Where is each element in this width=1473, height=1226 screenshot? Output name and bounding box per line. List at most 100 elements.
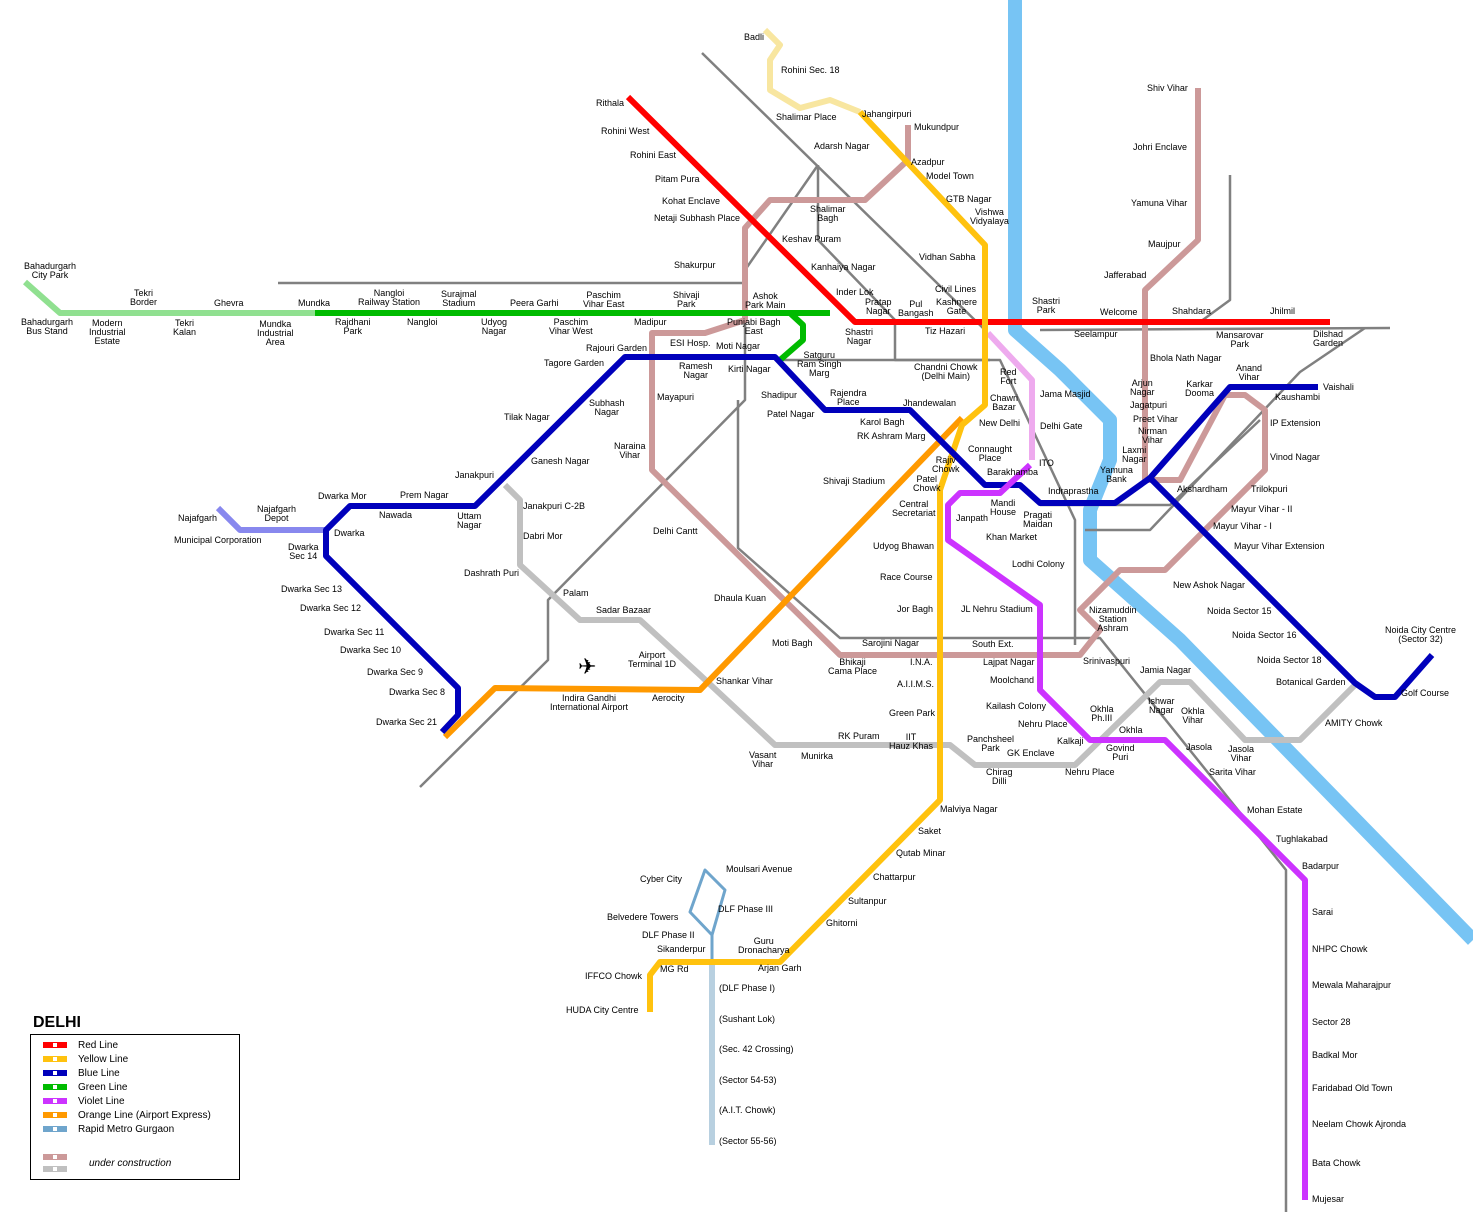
station-label: Tagore Garden — [544, 358, 605, 368]
station-label: New Delhi — [979, 418, 1021, 428]
station-label: Nangloi Railway Station — [358, 288, 421, 307]
station-label: Kanhaiya Nagar — [811, 262, 876, 272]
station-label: Jasola — [1186, 742, 1213, 752]
legend-item: Rapid Metro Gurgaon — [43, 1123, 174, 1135]
station-label: Ghevra — [214, 298, 244, 308]
station-label: Moulsari Avenue — [726, 864, 793, 874]
station-label: Dabri Mor — [523, 531, 563, 541]
station-label: Srinivaspuri — [1083, 656, 1131, 666]
station-label: Shahdara — [1172, 306, 1212, 316]
station-label: Patel Chowk — [913, 474, 941, 493]
station-label: (Sector 54-53) — [719, 1075, 777, 1085]
station-label: Surajmal Stadium — [441, 289, 477, 308]
station-label: Janakpuri C-2B — [523, 501, 586, 511]
station-label: Shivaji Stadium — [823, 476, 886, 486]
station-label: Jagatpuri — [1130, 400, 1168, 410]
station-label: Modern Industrial Estate — [89, 318, 126, 346]
station-label: Inder Lok — [836, 287, 874, 297]
station-label: Maujpur — [1148, 239, 1181, 249]
station-label: RK Puram — [838, 731, 880, 741]
station-label: Chirag Dilli — [986, 767, 1013, 786]
station-label: Kohat Enclave — [662, 196, 721, 206]
station-label: Red Fort — [1000, 367, 1017, 386]
station-label: Rohini East — [630, 150, 677, 160]
station-label: Mayur Vihar - II — [1231, 504, 1293, 514]
green-line-branch — [778, 310, 806, 363]
station-label: Panchsheel Park — [967, 734, 1015, 753]
station-label: Airport Terminal 1D — [628, 650, 677, 669]
station-label: JL Nehru Stadium — [961, 604, 1033, 614]
station-label: I.N.A. — [910, 657, 933, 667]
station-label: Chawri Bazar — [990, 393, 1019, 412]
station-label: Tekri Border — [130, 288, 158, 307]
station-label: Vishwa Vidyalaya — [970, 207, 1009, 226]
station-label: Moolchand — [990, 675, 1035, 685]
legend-label: Rapid Metro Gurgaon — [78, 1123, 175, 1135]
station-label: Sarita Vihar — [1209, 767, 1256, 777]
station-label: Madipur — [634, 317, 667, 327]
station-label: Dwarka Sec 11 — [324, 627, 385, 637]
station-label: Udyog Nagar — [481, 317, 508, 336]
station-label: Dilshad Garden — [1313, 329, 1344, 348]
station-label: Ganesh Nagar — [531, 456, 590, 466]
legend-swatch — [43, 1126, 67, 1132]
legend-swatch — [43, 1070, 67, 1076]
station-label: Jor Bagh — [897, 604, 934, 614]
station-label: Pragati Maidan — [1023, 510, 1053, 529]
station-label: Palam — [563, 588, 589, 598]
station-label: Green Park — [889, 708, 936, 718]
legend-item: Violet Line — [43, 1095, 125, 1107]
station-label: Aerocity — [652, 693, 685, 703]
station-label: Mohan Estate — [1247, 805, 1303, 815]
station-label: Kailash Colony — [986, 701, 1047, 711]
station-label: Paschim Vihar East — [583, 290, 625, 309]
station-label: Indira Gandhi International Airport — [550, 693, 629, 712]
station-label: Ashok Park Main — [745, 291, 786, 310]
station-label: Naraina Vihar — [614, 441, 646, 460]
station-label: Bhola Nath Nagar — [1150, 353, 1222, 363]
station-label: Sarojini Nagar — [862, 638, 920, 648]
station-label: Shalimar Place — [776, 112, 837, 122]
station-label: Noida Sector 16 — [1232, 630, 1297, 640]
station-label: Jafferabad — [1104, 270, 1147, 280]
station-label: Sarai — [1312, 907, 1334, 917]
station-label: Jhilmil — [1270, 306, 1296, 316]
station-label: Punjabi Bagh East — [727, 317, 781, 336]
station-label: Dhaula Kuan — [714, 593, 767, 603]
station-label: Vinod Nagar — [1270, 452, 1320, 462]
station-label: Netaji Subhash Place — [654, 213, 741, 223]
station-label: Seelampur — [1074, 329, 1118, 339]
station-label: Kashmere Gate — [936, 297, 978, 316]
station-label: Bhikaji Cama Place — [828, 657, 878, 676]
station-label: Vasant Vihar — [749, 750, 777, 769]
yellow-line — [647, 109, 988, 1012]
station-label: Vidhan Sabha — [919, 252, 976, 262]
station-label: Kaushambi — [1275, 392, 1321, 402]
station-label: Shastri Park — [1032, 296, 1061, 315]
station-label: Yamuna Vihar — [1131, 198, 1188, 208]
station-label: Nirman Vihar — [1138, 426, 1168, 445]
station-label: Jamia Nagar — [1140, 665, 1192, 675]
station-label: Rohini Sec. 18 — [781, 65, 840, 75]
station-label: Sikanderpur — [657, 944, 706, 954]
station-label: Azadpur — [911, 157, 945, 167]
station-label: Municipal Corporation — [174, 535, 262, 545]
station-label: (A.I.T. Chowk) — [719, 1105, 776, 1115]
violet-line — [945, 462, 1308, 1200]
station-label: Nehru Place — [1018, 719, 1068, 729]
legend-label: Blue Line — [78, 1067, 120, 1079]
station-label: Lodhi Colony — [1012, 559, 1065, 569]
station-label: Faridabad Old Town — [1312, 1083, 1393, 1093]
station-label: Rithala — [596, 98, 625, 108]
station-label: (DLF Phase I) — [719, 983, 776, 993]
station-label: Shalimar Bagh — [810, 204, 846, 223]
station-label: Okhla Ph.III — [1090, 704, 1114, 723]
station-label: Okhla Vihar — [1181, 706, 1205, 725]
station-label: Anand Vihar — [1236, 363, 1263, 382]
station-label: Tughlakabad — [1276, 834, 1328, 844]
legend-item: Blue Line — [43, 1067, 120, 1079]
station-label: Badarpur — [1302, 861, 1340, 871]
